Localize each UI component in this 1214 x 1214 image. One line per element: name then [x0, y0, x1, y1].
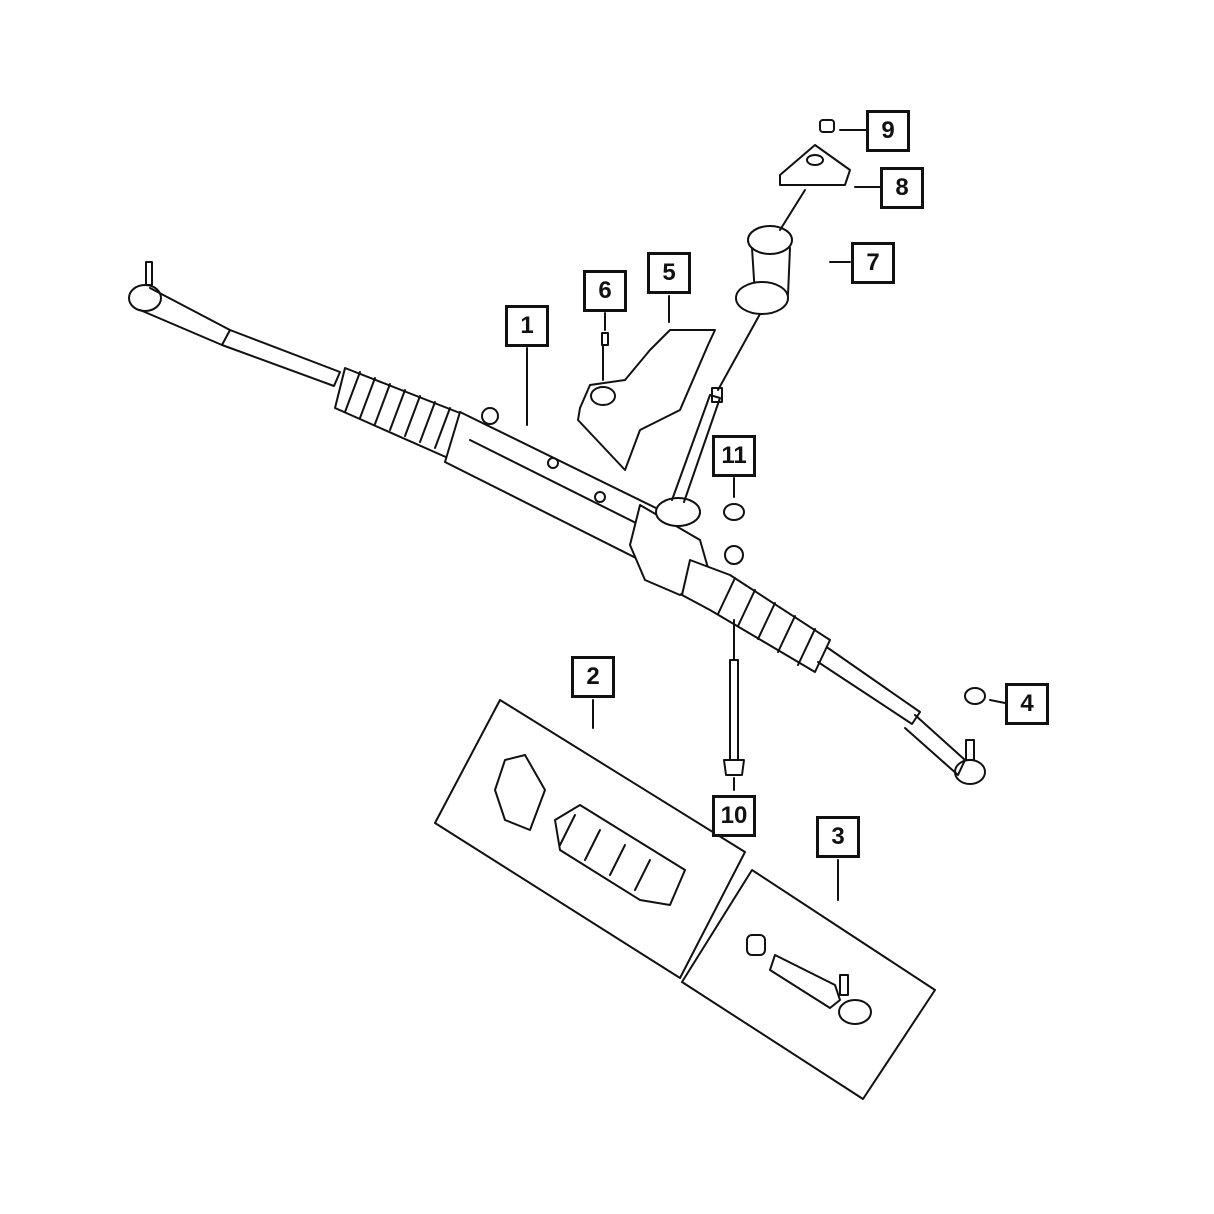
right-bellows: [681, 545, 831, 673]
tie-rod-end-kit: [681, 869, 936, 1100]
nut-9: [819, 119, 835, 133]
column-seal: [717, 225, 793, 391]
nut-11: [723, 503, 745, 521]
left-tie-rod-end: [128, 261, 341, 387]
callout-4[interactable]: 4: [1005, 683, 1049, 725]
bolt-10: [723, 619, 745, 776]
bolt-6: [601, 332, 609, 381]
column-boot: [779, 144, 851, 231]
left-bellows: [334, 367, 466, 459]
callout-3[interactable]: 3: [816, 816, 860, 858]
boot-kit: [434, 699, 746, 979]
right-tie-rod-end: [817, 647, 986, 785]
callout-11[interactable]: 11: [712, 435, 756, 477]
callout-6[interactable]: 6: [583, 270, 627, 312]
callout-1[interactable]: 1: [505, 305, 549, 347]
callout-9[interactable]: 9: [866, 110, 910, 152]
heat-shield: [577, 329, 716, 471]
nut-4: [964, 687, 986, 705]
callout-10[interactable]: 10: [712, 795, 756, 837]
callout-2[interactable]: 2: [571, 656, 615, 698]
callout-5[interactable]: 5: [647, 252, 691, 294]
leader-lines: [526, 129, 1006, 901]
callout-7[interactable]: 7: [851, 242, 895, 284]
callout-8[interactable]: 8: [880, 167, 924, 209]
rack-housing: [444, 387, 723, 596]
